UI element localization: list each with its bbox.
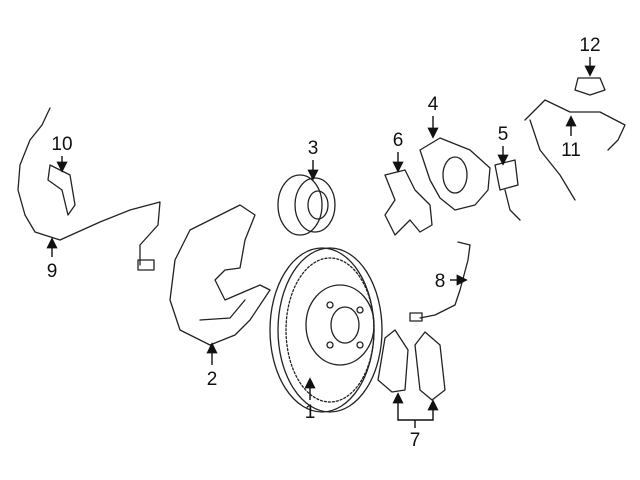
callout-3: 3 [308, 138, 319, 159]
callout-8: 8 [435, 271, 446, 292]
callout-4: 4 [428, 94, 439, 115]
brake-rotor [269, 247, 383, 413]
callout-10: 10 [51, 134, 72, 155]
callout-2: 2 [207, 369, 218, 390]
sensor-bracket [47, 164, 76, 216]
callout-arrows [46, 57, 596, 428]
brake-caliper [419, 137, 491, 211]
wear-sensor [409, 241, 471, 322]
brake-hose [524, 99, 626, 201]
callout-5: 5 [498, 124, 509, 145]
callout-7: 7 [410, 430, 421, 451]
brake-pads [377, 329, 446, 401]
callout-6: 6 [393, 130, 404, 151]
callout-11: 11 [561, 140, 581, 161]
caliper-bracket [384, 169, 433, 236]
wheel-hub [277, 174, 336, 236]
abs-sensor [17, 107, 161, 271]
caliper-clip [494, 159, 521, 221]
hose-clip [574, 77, 606, 96]
dust-shield [169, 204, 271, 346]
callout-9: 9 [47, 261, 58, 282]
callout-1: 1 [305, 402, 316, 423]
callout-12: 12 [579, 35, 600, 56]
